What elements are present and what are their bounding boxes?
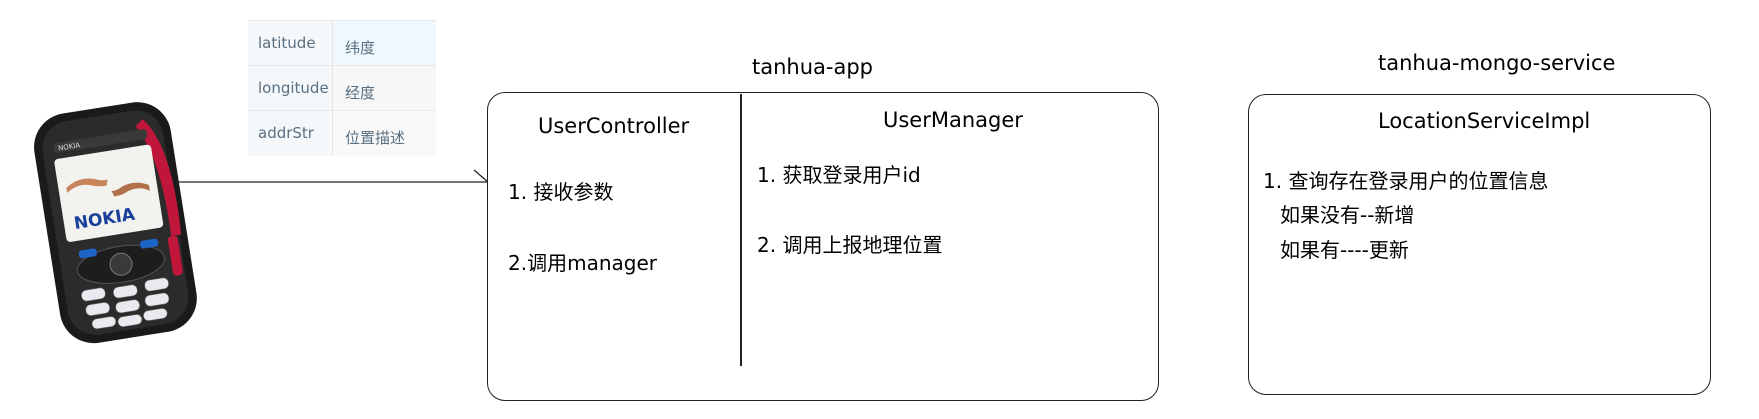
manager-step: 2. 调用上报地理位置 [757, 233, 943, 257]
param-key: latitude [258, 34, 316, 52]
mongo-title: tanhua-mongo-service [1378, 51, 1616, 75]
manager-title: UserManager [883, 108, 1023, 132]
app-divider [740, 94, 742, 366]
parameter-table: latitude 纬度 longitude 经度 addrStr 位置描述 [248, 20, 436, 162]
table-row: latitude 纬度 [248, 20, 436, 66]
controller-step: 2.调用manager [508, 251, 657, 275]
app-container [487, 92, 1159, 401]
impl-line: 如果没有--新增 [1280, 203, 1415, 227]
impl-line: 1. 查询存在登录用户的位置信息 [1263, 169, 1549, 193]
param-key: addrStr [258, 124, 314, 142]
phone-brand-small: NOKIA [58, 141, 81, 152]
param-value: 纬度 [345, 39, 376, 57]
manager-step: 1. 获取登录用户id [757, 163, 921, 187]
nokia-phone-image: NOKIA NOKIA [34, 102, 197, 344]
param-value: 经度 [345, 84, 376, 102]
impl-line: 如果有----更新 [1280, 238, 1409, 262]
table-row: addrStr 位置描述 [248, 110, 436, 156]
controller-step: 1. 接收参数 [508, 180, 614, 204]
connector-arrow [176, 169, 489, 183]
impl-title: LocationServiceImpl [1378, 109, 1591, 133]
mongo-container [1248, 94, 1711, 395]
table-row: longitude 经度 [248, 65, 436, 111]
controller-title: UserController [538, 114, 690, 138]
param-value: 位置描述 [345, 129, 406, 147]
app-title: tanhua-app [752, 55, 874, 79]
param-key: longitude [258, 79, 329, 97]
